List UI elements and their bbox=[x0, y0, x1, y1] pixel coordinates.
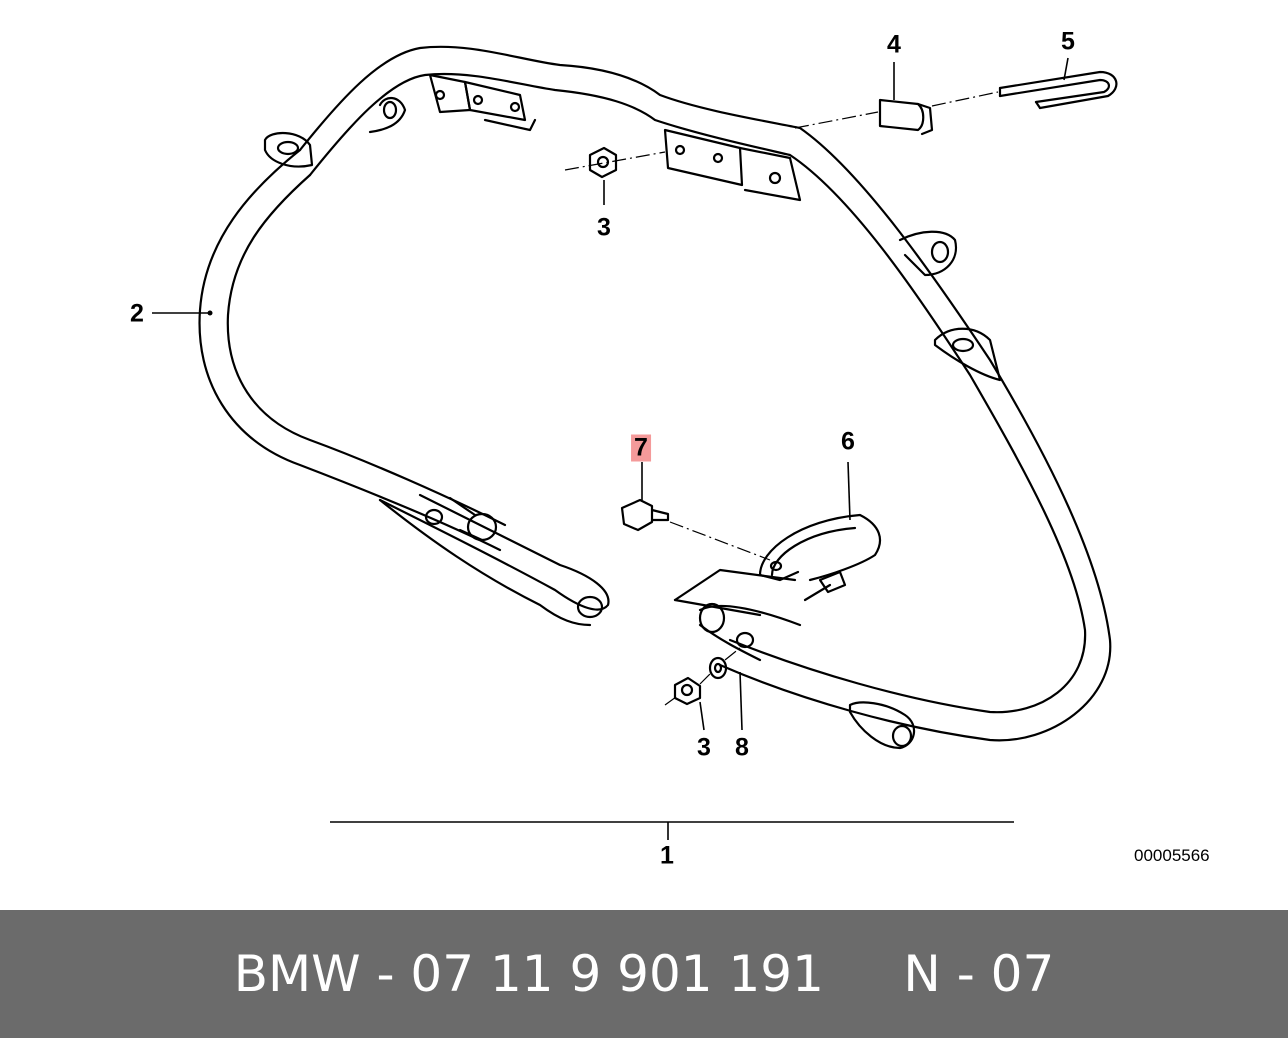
diagram-image-id: 00005566 bbox=[1134, 846, 1210, 865]
callout-5: 5 bbox=[1061, 27, 1075, 56]
mount-tab-right-lower bbox=[933, 327, 1002, 382]
callout-2: 2 bbox=[130, 299, 144, 328]
crash-bar-left-inner bbox=[226, 173, 507, 527]
washer-part-8 bbox=[708, 656, 728, 680]
mount-tab-left bbox=[263, 132, 314, 168]
callout-6: 6 bbox=[841, 427, 855, 456]
crash-bar-left-outer bbox=[198, 148, 502, 552]
callout-3-lower: 3 bbox=[697, 733, 711, 762]
top-bracket-right bbox=[663, 128, 744, 187]
parts-diagram bbox=[152, 45, 1118, 840]
bolt-part-7 bbox=[620, 498, 654, 532]
crash-bar-outer bbox=[298, 45, 1112, 742]
callout-1-assembly: 1 bbox=[660, 841, 674, 870]
strap-clamp-part-6 bbox=[758, 513, 882, 582]
crash-bar-inner bbox=[308, 72, 1087, 714]
u-bolt-part-5 bbox=[998, 70, 1118, 110]
callout-4: 4 bbox=[887, 30, 901, 59]
clamp-part-4 bbox=[878, 98, 925, 132]
part-number-footer: BMW - 07 11 9 901 191 N - 07 bbox=[0, 910, 1288, 1038]
nut-part-3-lower bbox=[673, 676, 702, 706]
callout-7-highlighted: 7 bbox=[631, 434, 651, 462]
lower-front-tube bbox=[698, 604, 802, 627]
footer-text: BMW - 07 11 9 901 191 N - 07 bbox=[233, 945, 1055, 1003]
callout-8: 8 bbox=[735, 733, 749, 762]
callout-3-upper: 3 bbox=[597, 213, 611, 242]
mount-tab-bottom bbox=[848, 701, 916, 750]
nut-part-3-upper bbox=[588, 146, 618, 179]
lower-left-arm bbox=[378, 493, 610, 611]
mount-tab-right-upper bbox=[898, 230, 958, 277]
